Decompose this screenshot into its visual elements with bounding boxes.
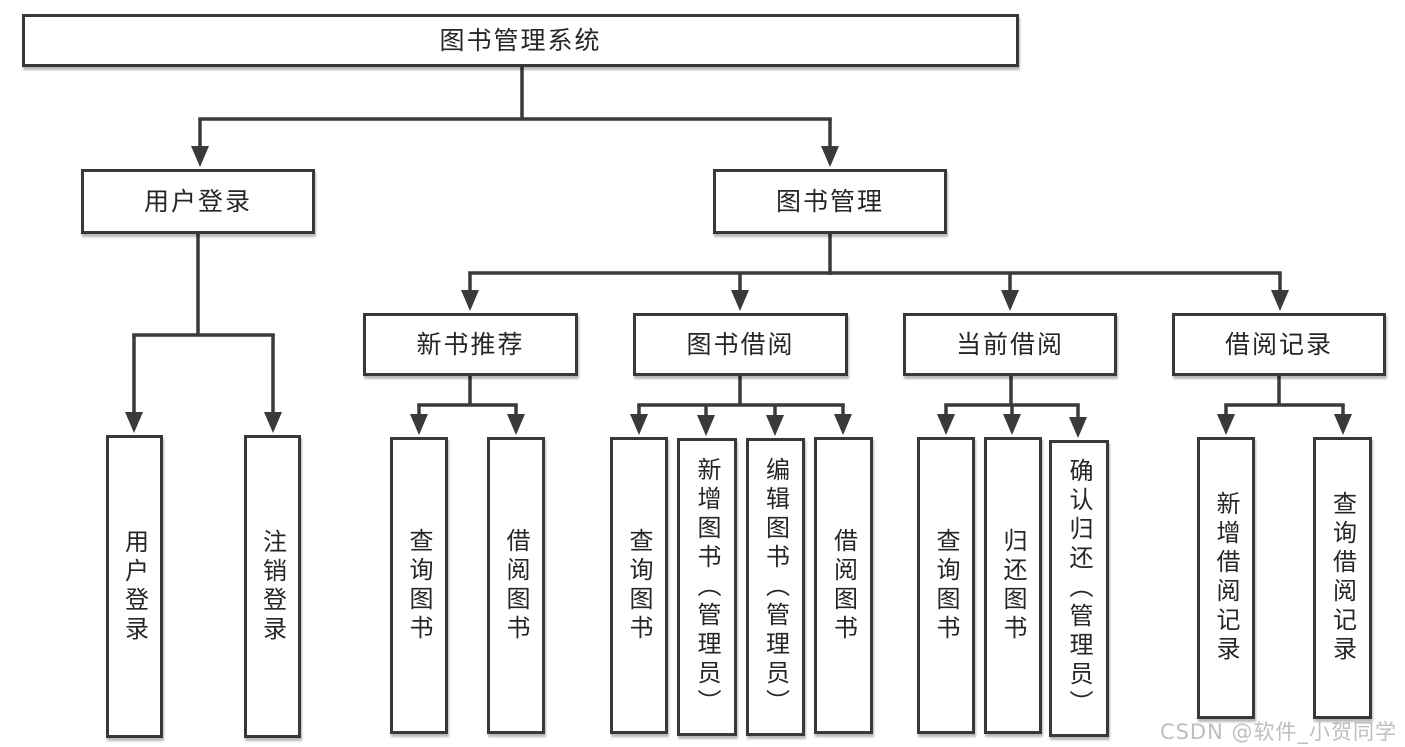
leaf-borrow-books-1: 借阅图书 [487, 437, 545, 734]
leaf-query-borrow-record: 查询借阅记录 [1313, 437, 1372, 719]
node-root-label: 图书管理系统 [439, 26, 602, 55]
leaf-logout-label: 注销登录 [258, 528, 287, 645]
csdn-watermark: CSDN @软件_小贺同学 [1159, 720, 1397, 744]
leaf-user-login-label: 用户登录 [120, 528, 149, 645]
leaf-add-borrow-record-label: 新增借阅记录 [1212, 491, 1240, 665]
leaf-borrow-books-1-label: 借阅图书 [502, 527, 530, 644]
node-borrow-records: 借阅记录 [1172, 313, 1386, 376]
leaf-query-borrow-record-label: 查询借阅记录 [1328, 491, 1357, 665]
node-book-borrow: 图书借阅 [633, 313, 848, 376]
node-book-borrow-label: 图书借阅 [686, 330, 795, 359]
node-current-borrow: 当前借阅 [903, 313, 1117, 376]
leaf-query-books-3-label: 查询图书 [932, 527, 960, 644]
node-user-login: 用户登录 [81, 169, 315, 234]
leaf-add-borrow-record: 新增借阅记录 [1197, 437, 1255, 719]
leaf-confirm-return-admin: 确认归还（管理员） [1049, 440, 1109, 737]
node-new-book-recommend: 新书推荐 [363, 313, 578, 376]
leaf-user-login: 用户登录 [106, 435, 163, 738]
node-root: 图书管理系统 [22, 14, 1019, 67]
leaf-query-books-2-label: 查询图书 [625, 527, 653, 644]
leaf-edit-books-admin-label: 编辑图书（管理员） [761, 456, 790, 718]
leaf-borrow-books-2-label: 借阅图书 [829, 527, 858, 644]
node-new-book-recommend-label: 新书推荐 [416, 330, 525, 359]
node-borrow-records-label: 借阅记录 [1224, 330, 1333, 359]
leaf-query-books-2: 查询图书 [610, 437, 668, 734]
leaf-return-books: 归还图书 [984, 437, 1042, 734]
node-current-borrow-label: 当前借阅 [955, 330, 1064, 359]
node-user-login-label: 用户登录 [143, 187, 252, 216]
leaf-confirm-return-admin-label: 确认归还（管理员） [1065, 458, 1093, 719]
leaf-borrow-books-2: 借阅图书 [814, 437, 873, 734]
leaf-query-books-3: 查询图书 [917, 437, 975, 734]
leaf-query-books-1: 查询图书 [390, 437, 448, 734]
node-book-management-label: 图书管理 [775, 187, 884, 216]
leaf-add-books-admin-label: 新增图书（管理员） [693, 456, 721, 718]
leaf-add-books-admin: 新增图书（管理员） [677, 438, 737, 736]
leaf-query-books-1-label: 查询图书 [405, 527, 433, 644]
leaf-return-books-label: 归还图书 [999, 527, 1027, 644]
leaf-edit-books-admin: 编辑图书（管理员） [746, 438, 805, 736]
leaf-logout: 注销登录 [244, 435, 301, 738]
node-book-management: 图书管理 [713, 169, 947, 234]
